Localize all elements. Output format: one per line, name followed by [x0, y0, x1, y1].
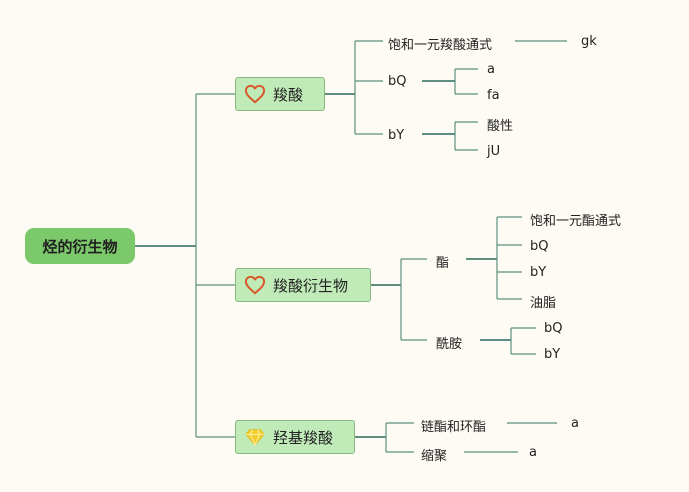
leaf-gk[interactable]: gk — [581, 34, 597, 49]
leaf-bq[interactable]: bQ — [388, 74, 407, 89]
leaf-chain-ring-ester[interactable]: 链酯和环酯 — [421, 420, 487, 435]
leaf-bq[interactable]: bQ — [530, 239, 549, 254]
leaf-fa[interactable]: fa — [487, 88, 500, 103]
branch-node-hydroxy-acid[interactable]: 羟基羧酸 — [235, 420, 355, 454]
root-node[interactable]: 烃的衍生物 — [25, 228, 135, 264]
leaf-by[interactable]: bY — [544, 347, 561, 362]
leaf-saturated-formula[interactable]: 饱和一元羧酸通式 — [388, 38, 493, 53]
root-label: 烃的衍生物 — [42, 237, 118, 256]
leaf-a[interactable]: a — [571, 416, 579, 431]
branch-label: 羧酸 — [273, 85, 304, 104]
leaf-saturated-ester-formula[interactable]: 饱和一元酯通式 — [530, 214, 622, 229]
leaf-bq[interactable]: bQ — [544, 321, 563, 336]
leaf-acidity[interactable]: 酸性 — [487, 119, 514, 134]
leaf-ju[interactable]: jU — [487, 144, 501, 159]
leaf-ester[interactable]: 酯 — [436, 256, 450, 271]
leaf-by[interactable]: bY — [530, 265, 547, 280]
leaf-amide[interactable]: 酰胺 — [436, 337, 463, 352]
leaf-a[interactable]: a — [487, 62, 495, 77]
heart-icon — [244, 275, 266, 295]
leaf-a[interactable]: a — [529, 445, 537, 460]
branch-node-acid-derivatives[interactable]: 羧酸衍生物 — [235, 268, 371, 302]
leaf-polycondensation[interactable]: 缩聚 — [421, 449, 448, 464]
heart-icon — [244, 84, 266, 104]
branch-label: 羧酸衍生物 — [273, 276, 349, 295]
branch-label: 羟基羧酸 — [273, 428, 334, 447]
branch-node-carboxylic-acid[interactable]: 羧酸 — [235, 77, 325, 111]
diamond-icon — [244, 427, 266, 447]
leaf-by[interactable]: bY — [388, 128, 405, 143]
leaf-fat[interactable]: 油脂 — [530, 296, 557, 311]
